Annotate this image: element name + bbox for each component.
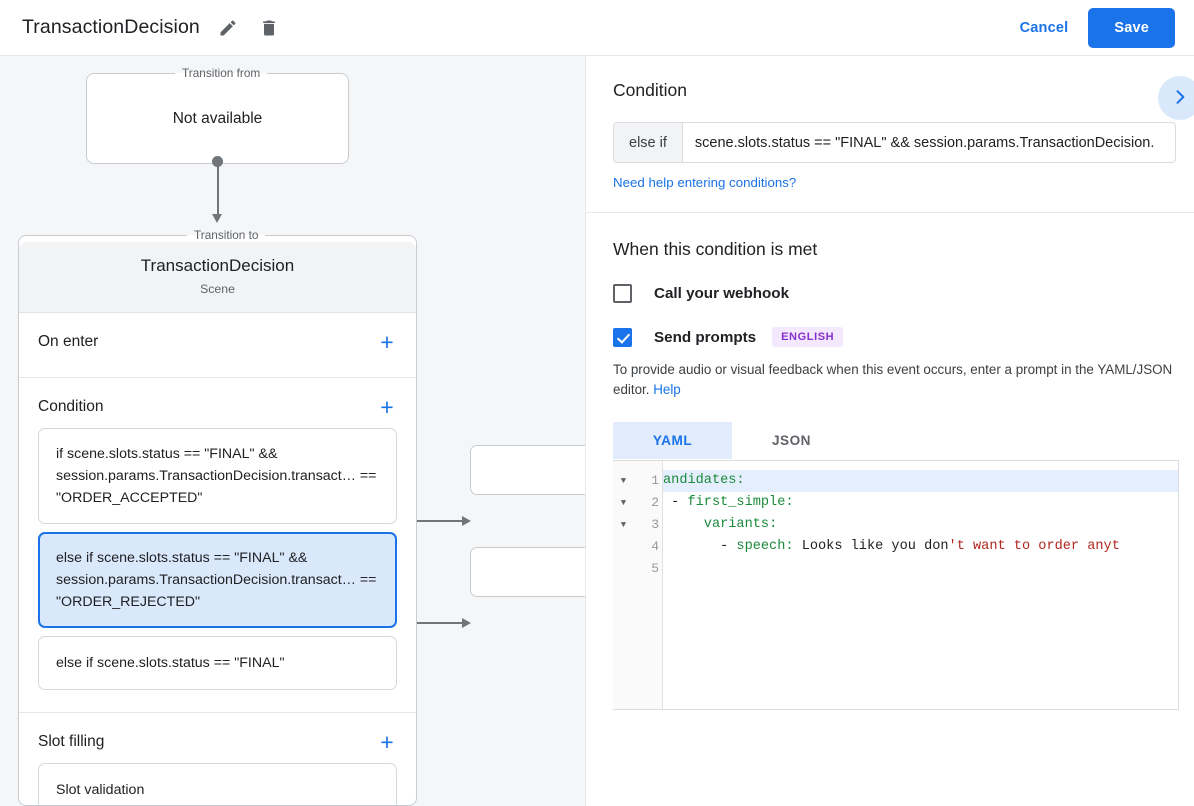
code-token: Looks like you don	[801, 539, 949, 554]
line-number: 2	[651, 495, 659, 510]
tab-yaml[interactable]: YAML	[613, 422, 732, 459]
scene-header[interactable]: TransactionDecision Scene	[19, 242, 416, 313]
section-title-condition: Condition	[38, 398, 104, 415]
connector-arrow-icon	[462, 515, 471, 526]
add-on-enter-button[interactable]: +	[374, 329, 400, 355]
condition-prefix-label: else if	[614, 123, 683, 162]
line-number: 1	[651, 473, 659, 488]
transition-from-node[interactable]: Transition from Not available	[86, 66, 349, 164]
code-line[interactable]: variants:	[663, 514, 1178, 536]
section-title-on-enter: On enter	[38, 333, 99, 350]
when-condition-met-section: When this condition is met Call your web…	[586, 213, 1194, 710]
edit-button[interactable]	[212, 12, 244, 44]
target-node-2[interactable]	[470, 547, 585, 597]
code-token: variants	[703, 517, 770, 532]
connector-line	[399, 622, 466, 624]
section-title-slot-filling: Slot filling	[38, 733, 105, 750]
slot-validation-card[interactable]: Slot validation	[38, 763, 397, 805]
transition-from-legend: Transition from	[182, 66, 261, 80]
page-title: TransactionDecision	[22, 16, 200, 38]
cancel-button[interactable]: Cancel	[1010, 12, 1079, 44]
condition-section-title: Condition	[613, 80, 687, 100]
app-header: TransactionDecision Cancel Save	[0, 0, 1194, 56]
section-on-enter: On enter +	[19, 313, 416, 378]
fold-toggle-icon[interactable]: ▼	[620, 498, 627, 508]
send-prompts-label: Send prompts	[654, 328, 757, 346]
add-slot-filling-button[interactable]: +	[374, 729, 400, 755]
scene-type: Scene	[200, 282, 235, 296]
prompt-help-link[interactable]: Help	[653, 382, 681, 397]
transition-to-node: Transition to TransactionDecision Scene …	[18, 228, 417, 806]
line-number: 4	[651, 539, 659, 554]
section-header: Condition +	[19, 378, 416, 428]
when-condition-met-title: When this condition is met	[613, 239, 818, 259]
transition-from-value: Not available	[172, 110, 263, 127]
code-token: :	[785, 495, 794, 510]
collapse-panel-button[interactable]	[1158, 76, 1194, 120]
code-token: 't want to order anyt	[948, 539, 1120, 554]
transition-to-legend: Transition to	[194, 228, 259, 242]
condition-card[interactable]: else if scene.slots.status == "FINAL"	[38, 636, 397, 690]
connector-line	[399, 520, 466, 522]
code-line[interactable]: - speech: Looks like you don't want to o…	[663, 536, 1178, 558]
call-webhook-label: Call your webhook	[654, 285, 790, 302]
condition-section: Condition else if scene.slots.status == …	[586, 56, 1194, 213]
pencil-icon	[218, 18, 238, 38]
section-header: On enter +	[19, 313, 416, 363]
fold-toggle-icon[interactable]: ▼	[620, 520, 627, 530]
webhook-row[interactable]: Call your webhook	[613, 284, 1194, 303]
call-webhook-checkbox[interactable]	[613, 284, 632, 303]
code-token: andidates	[663, 473, 737, 488]
section-header: Slot filling +	[19, 713, 416, 763]
code-token: :	[785, 539, 802, 554]
condition-card[interactable]: if scene.slots.status == "FINAL" && sess…	[38, 428, 397, 524]
detail-panel: Condition else if scene.slots.status == …	[585, 56, 1194, 806]
condition-help-link[interactable]: Need help entering conditions?	[613, 175, 797, 190]
transition-arrow	[210, 156, 226, 228]
chevron-right-icon	[1170, 87, 1190, 110]
line-number: 5	[651, 561, 659, 576]
fold-toggle-icon[interactable]: ▼	[620, 476, 627, 486]
code-token: :	[736, 473, 745, 488]
send-prompts-row[interactable]: Send prompts ENGLISH	[613, 327, 1194, 347]
canvas-inner: Transition from Not available	[0, 56, 585, 806]
code-token: -	[663, 539, 737, 554]
section-condition: Condition + if scene.slots.status == "FI…	[19, 378, 416, 713]
arrow-head-icon	[212, 214, 223, 223]
condition-card-selected[interactable]: else if scene.slots.status == "FINAL" &&…	[38, 532, 397, 628]
language-badge: ENGLISH	[772, 327, 844, 347]
prompt-hint-body: To provide audio or visual feedback when…	[613, 362, 1173, 397]
code-token	[663, 517, 704, 532]
condition-input-row[interactable]: else if scene.slots.status == "FINAL" &&…	[613, 122, 1176, 163]
send-prompts-checkbox[interactable]	[613, 327, 632, 347]
code-token: first_simple	[687, 495, 786, 510]
code-line[interactable]: - first_simple:	[663, 492, 1178, 514]
flow-canvas[interactable]: Transition from Not available	[0, 56, 585, 806]
editor-code-area[interactable]: andidates: - first_simple: variants: - s…	[663, 461, 1178, 709]
connector-condition-1	[390, 515, 585, 528]
scene-name: TransactionDecision	[140, 256, 295, 275]
line-number: 3	[651, 517, 659, 532]
code-editor[interactable]: ▼ ▼ ▼ 1 2 3 4 5 andidates: - first_simple: v…	[613, 460, 1179, 710]
trash-icon	[259, 18, 279, 38]
code-token: :	[769, 517, 778, 532]
section-slot-filling: Slot filling + Slot validation	[19, 713, 416, 805]
connector-arrow-icon	[462, 617, 471, 628]
condition-expression-input[interactable]: scene.slots.status == "FINAL" && session…	[694, 134, 1155, 151]
prompt-hint-text: To provide audio or visual feedback when…	[613, 360, 1179, 400]
arrow-line	[217, 161, 219, 217]
connector-condition-2	[390, 617, 585, 630]
code-token: -	[663, 495, 688, 510]
save-button[interactable]: Save	[1088, 7, 1175, 48]
editor-format-tabs: YAML JSON	[613, 422, 1194, 459]
editor-fold-gutter[interactable]: ▼ ▼ ▼	[613, 461, 634, 709]
target-node-1[interactable]	[470, 445, 585, 495]
code-token: speech	[736, 539, 786, 554]
tab-json[interactable]: JSON	[732, 422, 851, 459]
code-line[interactable]: andidates:	[663, 470, 1178, 492]
editor-line-numbers: 1 2 3 4 5	[634, 461, 663, 709]
delete-button[interactable]	[253, 12, 285, 44]
code-line[interactable]	[663, 558, 1178, 580]
add-condition-button[interactable]: +	[374, 394, 400, 420]
